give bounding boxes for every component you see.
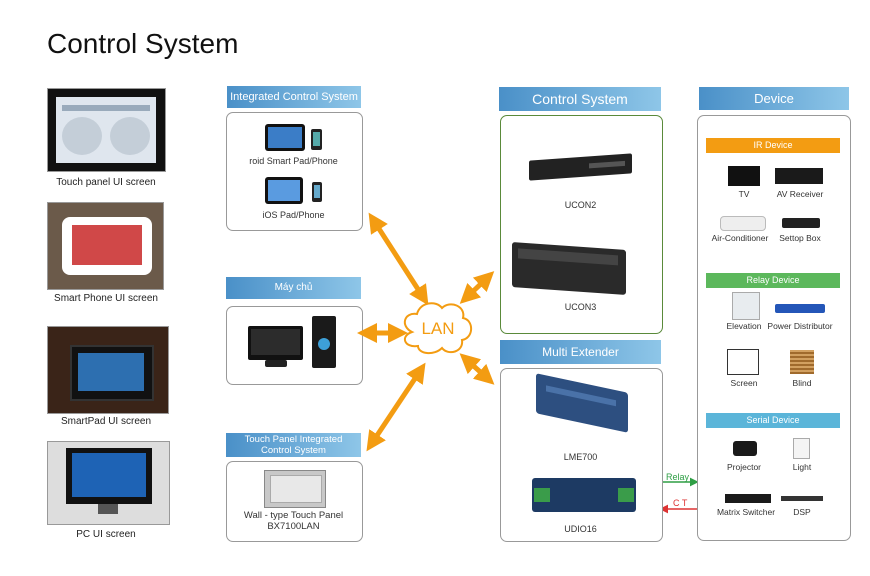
settop-box-image [782,218,820,228]
page-title: Control System [47,28,239,59]
av-receiver-label: AV Receiver [776,189,824,199]
arrow-touch-lan [366,362,426,452]
settop-box-label: Settop Box [779,233,821,243]
ct-label: C T [673,498,688,508]
power-distributor-label: Power Distributor [767,321,833,331]
udio16-label: UDIO16 [564,524,597,534]
tv-image [728,166,760,186]
av-receiver-image [775,168,823,184]
arrow-control-lan [459,271,495,304]
serial-device-header: Serial Device [706,413,840,428]
ir-device-header: IR Device [706,138,840,153]
ucon2-label: UCON2 [564,200,597,210]
screen-image [727,349,759,375]
tv-label: TV [738,189,750,199]
android-tablet-image [265,124,305,151]
wall-touch-panel-label-line2: BX7100LAN [267,521,320,532]
ucon3-image [512,242,626,295]
dsp-image [781,496,823,501]
power-distributor-image [775,304,825,313]
touch-panel-photo [47,88,166,172]
wall-touch-panel-label: Wall - type Touch Panel BX7100LAN [226,510,361,532]
pc-caption: PC UI screen [76,529,136,540]
udio16-image [532,478,636,512]
touch-panel-header-line2: Control System [261,445,326,456]
ucon3-label: UCON3 [564,302,597,312]
matrix-switcher-image [725,494,771,503]
ios-device-label: iOS Pad/Phone [262,210,325,220]
touch-panel-header: Touch Panel Integrated Control System [226,433,361,457]
iphone-image [312,182,322,202]
server-header: Máy chủ [226,277,361,299]
light-label: Light [792,462,812,472]
control-system-header: Control System [499,87,661,111]
smartphone-caption: Smart Phone UI screen [54,293,158,304]
device-header: Device [699,87,849,110]
device-panel [697,115,851,541]
lme700-label: LME700 [563,452,598,462]
monitor-stand [265,360,287,367]
touch-panel-header-line1: Touch Panel Integrated [244,434,343,445]
projector-label: Projector [726,462,761,472]
blind-label: Blind [792,378,812,388]
monitor-image [248,326,303,360]
control-system-panel [500,115,663,334]
screen-label: Screen [730,378,758,388]
elevation-image [732,292,760,320]
wall-touch-panel-image [264,470,326,508]
android-phone-image [311,129,322,150]
smartpad-photo [47,326,169,414]
relay-label: Relay [666,472,690,482]
smartphone-photo [47,202,164,290]
relay-device-header: Relay Device [706,273,840,288]
light-image [793,438,810,459]
matrix-switcher-label: Matrix Switcher [716,507,776,517]
lan-cloud [403,302,473,354]
dsp-label: DSP [793,507,811,517]
projector-image [733,441,757,456]
arrow-integrated-lan [368,212,429,306]
integrated-control-header: Integrated Control System [227,86,361,108]
lan-label: LAN [421,319,455,338]
arrow-extender-lan [459,353,495,385]
pc-photo [47,441,170,525]
ipad-image [265,177,303,204]
elevation-label: Elevation [726,321,762,331]
blind-image [790,350,814,374]
air-conditioner-image [720,216,766,231]
wall-touch-panel-label-line1: Wall - type Touch Panel [243,510,344,521]
android-device-label: roid Smart Pad/Phone [249,156,338,166]
multi-extender-header: Multi Extender [500,340,661,364]
touch-panel-caption: Touch panel UI screen [56,177,156,188]
air-conditioner-label: Air-Conditioner [711,233,769,243]
pc-tower-image [312,316,336,368]
smartpad-caption: SmartPad UI screen [60,416,152,427]
